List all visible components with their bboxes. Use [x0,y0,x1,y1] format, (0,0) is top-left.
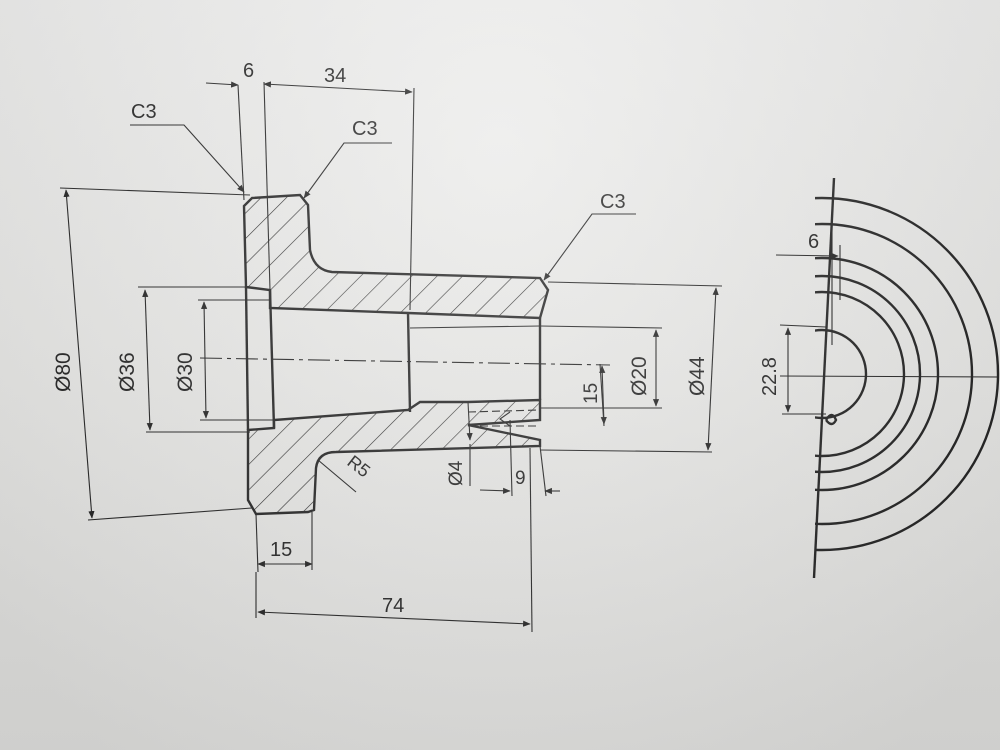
diameter-44-label: Ø44 [686,356,709,396]
overall-length-label: 74 [382,595,404,617]
fillet-radius-label: R5 [344,451,374,481]
hole-depth-label: 9 [515,468,526,489]
chamfer-top-label: C3 [352,118,378,140]
hub-length-label: 34 [324,65,346,87]
offset-15-label: 15 [581,383,602,404]
hole-diameter-label: Ø4 [446,460,467,486]
centerline [199,357,611,366]
diameter-30-label: Ø30 [174,352,197,392]
labels: C3 C3 C3 6 34 Ø80 Ø36 Ø30 Ø20 15 Ø44 Ø4 … [52,60,819,617]
upper-section-hatch [242,193,550,320]
chamfer-left-label: C3 [131,101,157,123]
diameter-80-label: Ø80 [52,352,75,392]
chamfer-right-label: C3 [600,191,626,213]
side-width-label: 22.8 [759,357,781,396]
diameter-20-label: Ø20 [628,356,651,396]
diameter-36-label: Ø36 [116,352,139,392]
lower-section-hatch [246,398,542,516]
dimensions [59,81,723,633]
flange-width-label: 15 [270,539,292,561]
flange-thickness-label: 6 [243,60,254,82]
side-depth-label: 6 [808,231,819,253]
side-view [775,177,1000,579]
section-view [199,193,611,516]
